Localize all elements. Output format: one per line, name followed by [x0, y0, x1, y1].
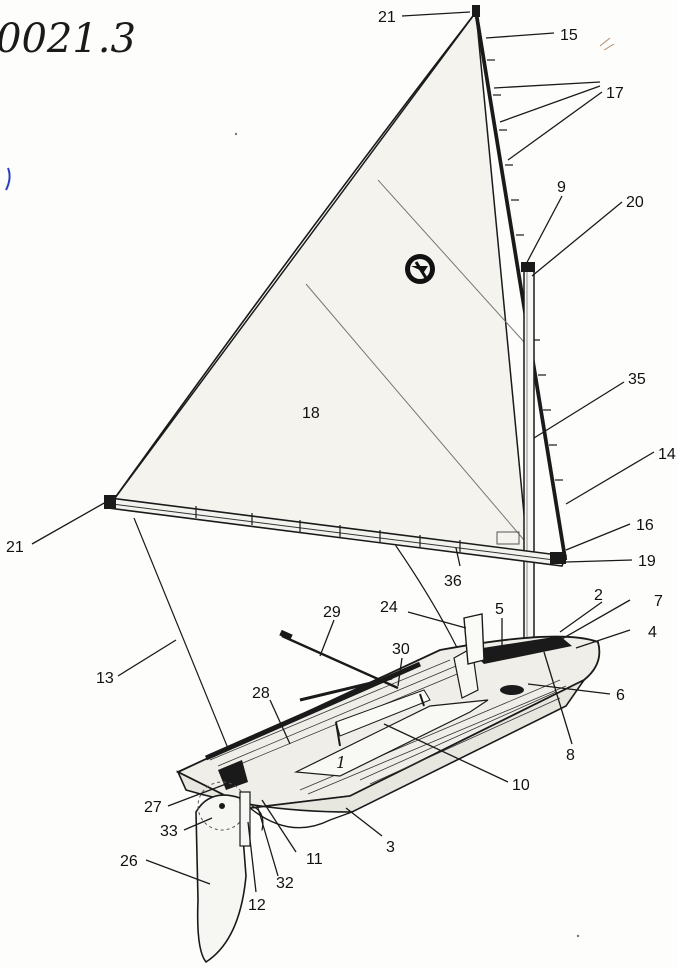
callout-labels: 21 15 17 9 20 35 14 16 19 21 36 2 7 4 24… [6, 9, 676, 914]
cockpit [293, 699, 489, 777]
callout-9: 9 [557, 179, 566, 196]
callout-5: 5 [495, 601, 504, 618]
callout-36: 36 [444, 573, 462, 590]
sail: 18 [110, 9, 529, 557]
callout-21-top: 21 [378, 9, 396, 26]
callout-14: 14 [658, 446, 676, 463]
callout-16: 16 [636, 517, 654, 534]
callout-3: 3 [386, 839, 395, 856]
callout-20: 20 [626, 194, 644, 211]
sail-emblem-icon [405, 254, 435, 284]
callout-11: 11 [306, 851, 323, 868]
callout-26: 26 [120, 853, 138, 870]
callout-7: 7 [654, 593, 663, 610]
daggerboard [463, 613, 485, 665]
cockpit-number: 1 [336, 753, 346, 772]
rudder [195, 781, 264, 964]
speck [234, 132, 238, 136]
callout-19: 19 [638, 553, 656, 570]
callout-35: 35 [628, 371, 646, 388]
mainsheet-line [133, 517, 237, 769]
callout-15: 15 [560, 27, 578, 44]
leader-lines [31, 11, 655, 893]
callout-30: 30 [392, 641, 410, 658]
callout-28: 28 [252, 685, 270, 702]
boom [104, 495, 568, 567]
callout-33: 33 [160, 823, 178, 840]
callout-12: 12 [248, 897, 266, 914]
callout-21-left: 21 [6, 539, 24, 556]
callout-17: 17 [606, 85, 624, 102]
mast [521, 262, 535, 649]
callout-4: 4 [648, 624, 657, 641]
callout-32: 32 [276, 875, 294, 892]
speck [576, 934, 580, 938]
handwritten-note: 0021.3 [0, 16, 136, 62]
tiller [281, 634, 399, 690]
callout-10: 10 [512, 777, 530, 794]
pencil-mark [599, 37, 615, 51]
callout-13: 13 [96, 670, 114, 687]
callout-2: 2 [594, 587, 603, 604]
upper-spar [472, 5, 569, 561]
sail-panel-number: 18 [302, 405, 320, 422]
callout-8: 8 [566, 747, 575, 764]
callout-29: 29 [323, 604, 341, 621]
blue-ink-mark [5, 167, 11, 191]
sail-window [496, 531, 520, 545]
callout-24: 24 [380, 599, 398, 616]
callout-27: 27 [144, 799, 162, 816]
callout-6: 6 [616, 687, 625, 704]
